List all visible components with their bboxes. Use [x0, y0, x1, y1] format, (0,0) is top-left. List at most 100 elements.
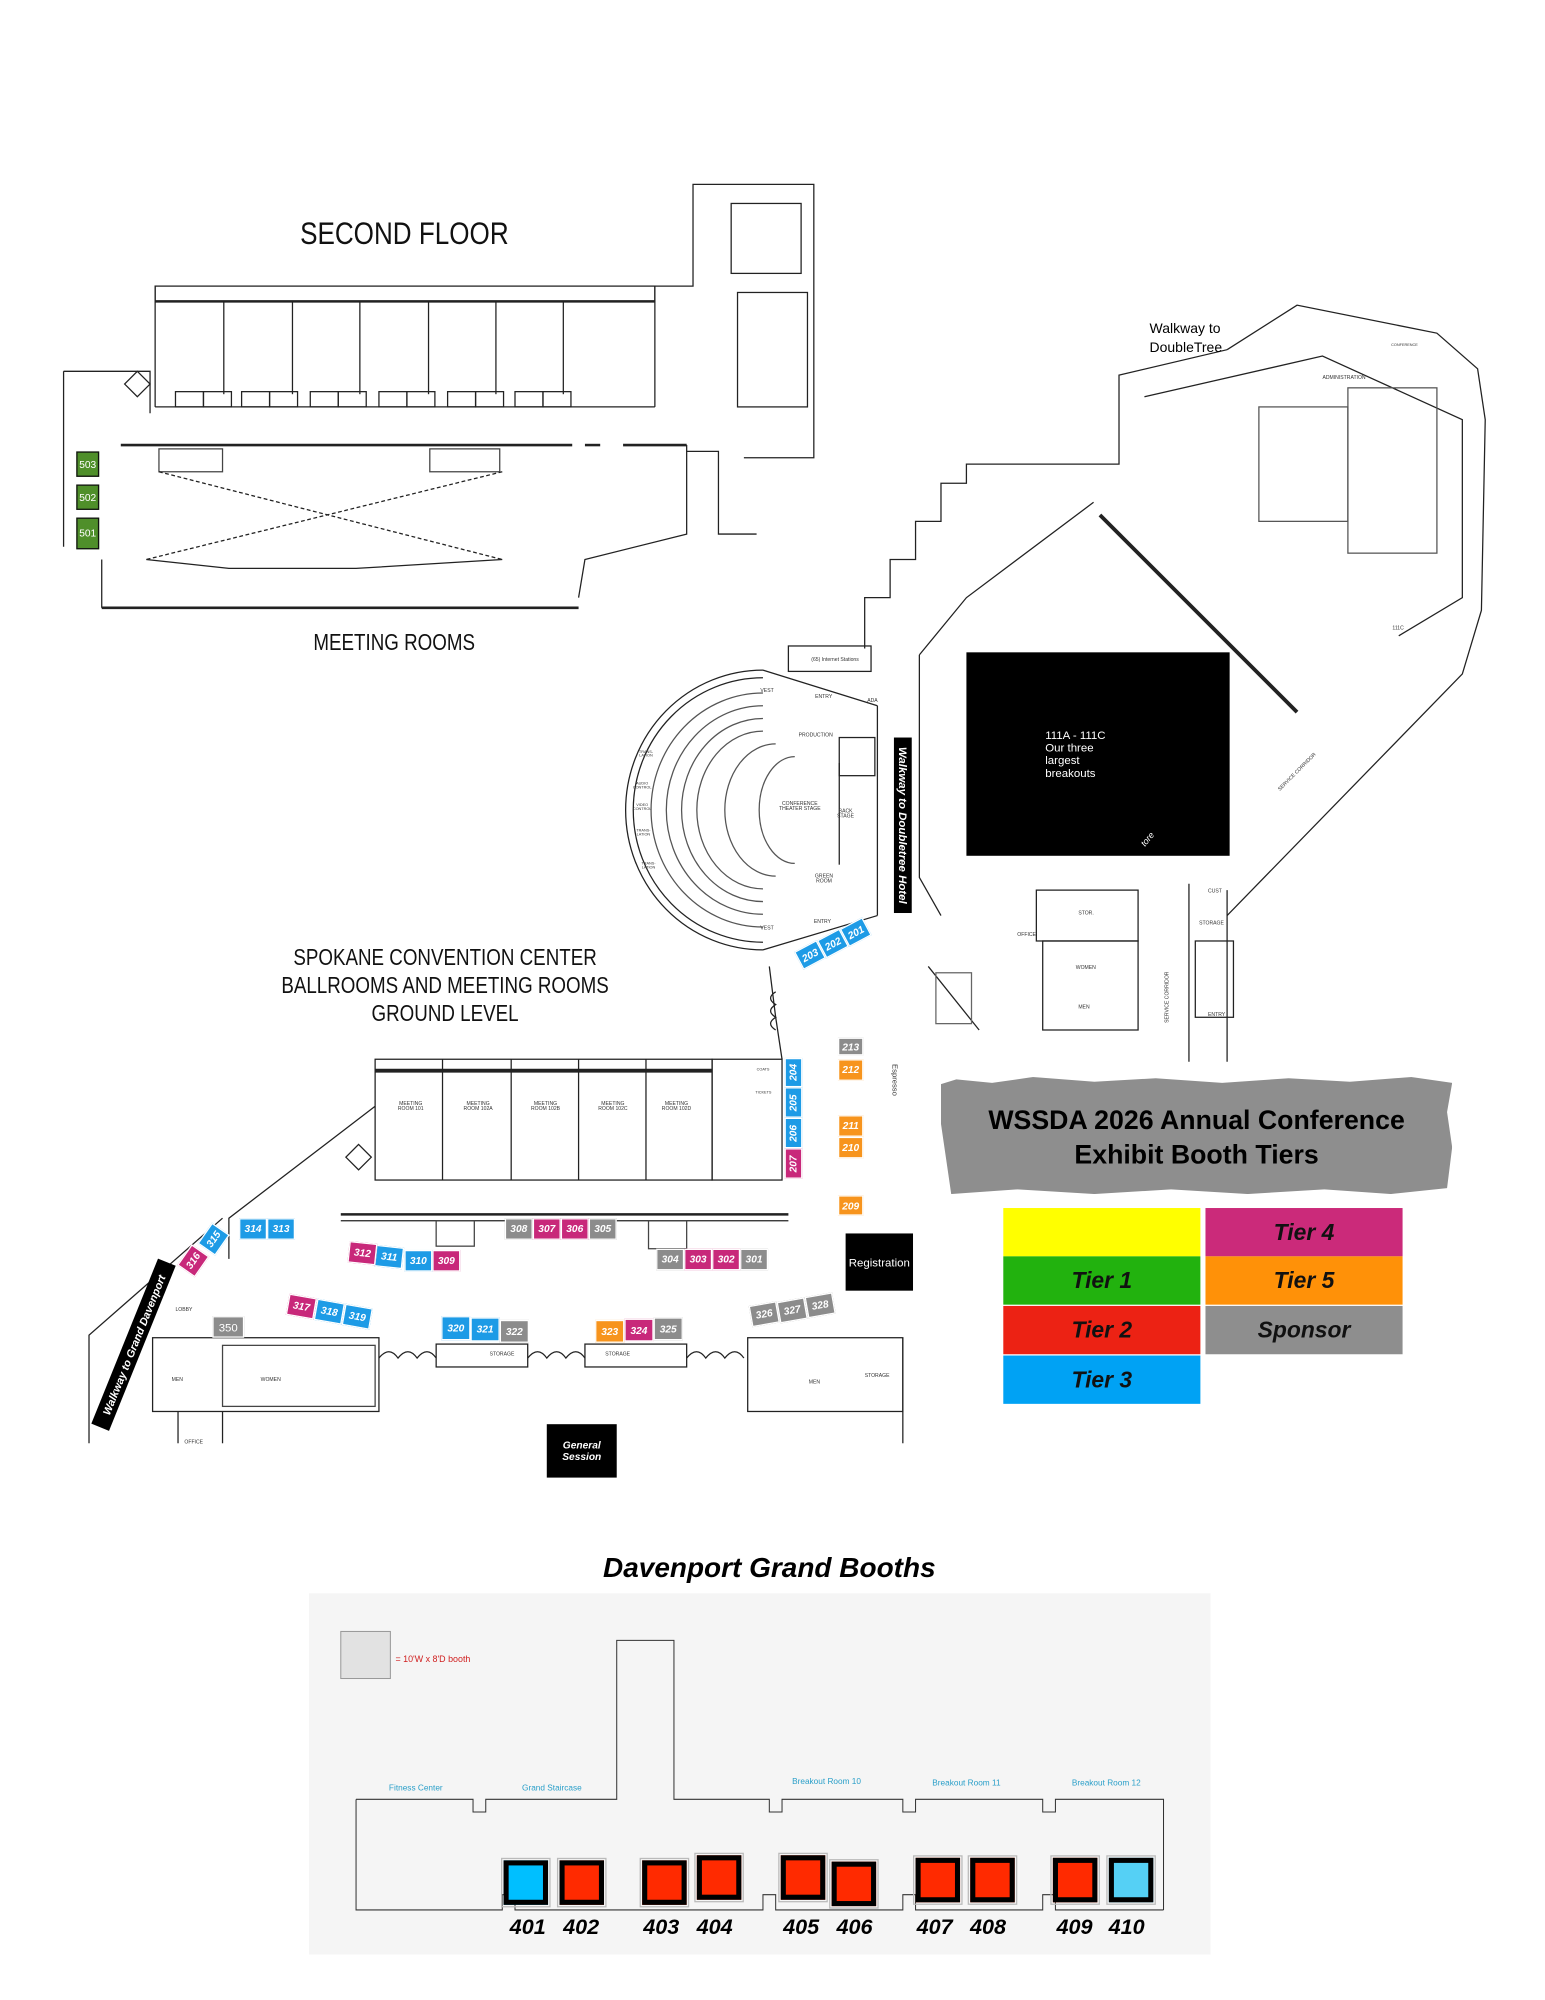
booth-209[interactable]: 209 — [837, 1195, 864, 1216]
meeting-room-102d-label: MEETING ROOM 102D — [661, 1099, 692, 1112]
booth-210[interactable]: 210 — [837, 1136, 864, 1159]
storage-label: STOR. — [1078, 909, 1094, 916]
booth-306[interactable]: 306 — [560, 1218, 589, 1240]
walkway-doubletree-hotel-label: Walkway to Doubletree Hotel — [896, 746, 910, 904]
breakout-111-block: 111A - 111C Our three largest breakouts … — [966, 652, 1230, 856]
booth-308[interactable]: 308 — [504, 1218, 533, 1240]
custodial-label: CUST — [1208, 887, 1222, 894]
espresso-label: Espresso — [889, 1064, 898, 1096]
davenport-booth-407[interactable] — [913, 1855, 963, 1905]
booth-317[interactable]: 317 — [285, 1293, 318, 1320]
booth-307[interactable]: 307 — [532, 1218, 561, 1240]
storage-label: STORAGE — [864, 1372, 890, 1379]
breakout-room-12-label: Breakout Room 12 — [1071, 1778, 1141, 1788]
booth-325[interactable]: 325 — [653, 1317, 683, 1341]
davenport-booth-409[interactable] — [1050, 1855, 1100, 1905]
booth-204[interactable]: 204 — [784, 1057, 803, 1088]
legend-title-line1: WSSDA 2026 Annual Conference — [988, 1106, 1405, 1136]
booth-503[interactable]: 503 — [76, 451, 100, 477]
davenport-booth-405[interactable] — [778, 1852, 828, 1903]
office-label: OFFICE — [184, 1438, 204, 1445]
booth-size-key: = 10'W x 8'D booth — [395, 1655, 471, 1665]
breakout-room-11-label: Breakout Room 11 — [932, 1778, 1001, 1788]
north-building-outline — [864, 304, 1486, 1062]
breakout-room-10-label: Breakout Room 10 — [792, 1777, 862, 1787]
men-restroom-label: MEN — [808, 1378, 821, 1385]
internet-stations-label: (65) Internet Stations — [811, 656, 859, 663]
vest-label: VEST — [760, 686, 774, 694]
booth-309[interactable]: 309 — [432, 1249, 461, 1272]
room-111c-label: 111C — [1392, 624, 1404, 631]
booth-318[interactable]: 318 — [313, 1298, 345, 1325]
coats-label: COATS — [756, 1066, 770, 1072]
booth-206[interactable]: 206 — [784, 1117, 803, 1149]
ground-title-line: BALLROOMS AND MEETING ROOMS — [281, 972, 609, 999]
booth-321[interactable]: 321 — [470, 1317, 500, 1342]
davenport-booth-number: 403 — [643, 1915, 680, 1940]
booth-350[interactable]: 350 — [212, 1316, 245, 1338]
booth-302[interactable]: 302 — [712, 1248, 741, 1271]
translation-booth-label: TRANS-LATION — [638, 748, 654, 759]
men-restroom-label: MEN — [171, 1375, 183, 1383]
davenport-booth-402[interactable] — [556, 1857, 607, 1908]
booth-211[interactable]: 211 — [837, 1115, 864, 1137]
booth-319[interactable]: 319 — [341, 1303, 373, 1330]
storage-label: STORAGE — [1199, 919, 1224, 926]
booth-311[interactable]: 311 — [374, 1244, 405, 1270]
booth-502[interactable]: 502 — [76, 484, 100, 510]
davenport-booth-number: 407 — [916, 1915, 953, 1940]
ground-title-line: GROUND LEVEL — [371, 1000, 519, 1027]
booth-313[interactable]: 313 — [267, 1218, 296, 1240]
meeting-room-101-label: MEETING ROOM 101 — [397, 1099, 424, 1112]
booth-320[interactable]: 320 — [441, 1316, 471, 1341]
women-restroom-label: WOMEN — [1075, 963, 1096, 971]
audio-control-label: AUDIO CONTROL — [632, 780, 652, 791]
booth-305[interactable]: 305 — [588, 1218, 617, 1240]
booth-322[interactable]: 322 — [499, 1319, 529, 1343]
grand-staircase-label: Grand Staircase — [522, 1784, 582, 1793]
entry-label: ENTRY — [813, 918, 831, 925]
davenport-title: Davenport Grand Booths — [603, 1551, 936, 1584]
booth-323[interactable]: 323 — [595, 1319, 625, 1343]
back-stage-label: BACK STAGE — [837, 807, 855, 820]
booth-213[interactable]: 213 — [837, 1037, 864, 1056]
davenport-booth-number: 404 — [696, 1915, 733, 1940]
booth-207[interactable]: 207 — [784, 1148, 803, 1179]
second-floor-outline — [62, 183, 815, 610]
office-label: OFFICE — [1017, 930, 1036, 938]
davenport-booth-404[interactable] — [694, 1852, 744, 1903]
booth-312[interactable]: 312 — [347, 1240, 378, 1266]
store-fragment-label: tore — [1139, 831, 1157, 849]
breakout-label-line: breakouts — [1045, 766, 1096, 780]
storage-label: STORAGE — [489, 1350, 515, 1357]
conference-room-label: CONFERENCE — [1391, 342, 1418, 348]
video-control-label: VIDEO CONTROL — [632, 802, 652, 812]
walkway-doubletree-line1: Walkway to — [1149, 321, 1221, 337]
entry-label: ENTRY — [815, 693, 833, 700]
legend-tier2: Tier 2 — [1003, 1305, 1201, 1355]
davenport-booth-410[interactable] — [1106, 1855, 1156, 1905]
booth-303[interactable]: 303 — [684, 1248, 713, 1271]
booth-324[interactable]: 324 — [624, 1318, 654, 1342]
legend-banner — [940, 1077, 1453, 1195]
davenport-booth-number: 409 — [1056, 1915, 1093, 1940]
translation-booth-label: TRANS-LATION — [636, 827, 651, 838]
legend-title-line2: Exhibit Booth Tiers — [1074, 1140, 1319, 1170]
davenport-booth-401[interactable] — [501, 1857, 551, 1908]
breakout-label-line: largest — [1045, 754, 1080, 767]
booth-310[interactable]: 310 — [404, 1249, 433, 1272]
booth-304[interactable]: 304 — [656, 1248, 685, 1271]
davenport-booth-403[interactable] — [639, 1857, 690, 1908]
legend-tier1: Tier 1 — [1003, 1256, 1201, 1305]
booth-301[interactable]: 301 — [740, 1248, 769, 1271]
booth-501[interactable]: 501 — [76, 517, 100, 550]
walkway-doubletree-hotel-bar: Walkway to Doubletree Hotel — [893, 737, 912, 914]
davenport-booth-406[interactable] — [829, 1859, 879, 1909]
davenport-booth-number: 402 — [563, 1915, 600, 1940]
booth-205[interactable]: 205 — [784, 1087, 803, 1118]
davenport-booth-408[interactable] — [967, 1855, 1018, 1905]
booth-314[interactable]: 314 — [239, 1218, 268, 1240]
ground-title-line: SPOKANE CONVENTION CENTER — [293, 944, 597, 971]
booth-212[interactable]: 212 — [837, 1059, 864, 1081]
